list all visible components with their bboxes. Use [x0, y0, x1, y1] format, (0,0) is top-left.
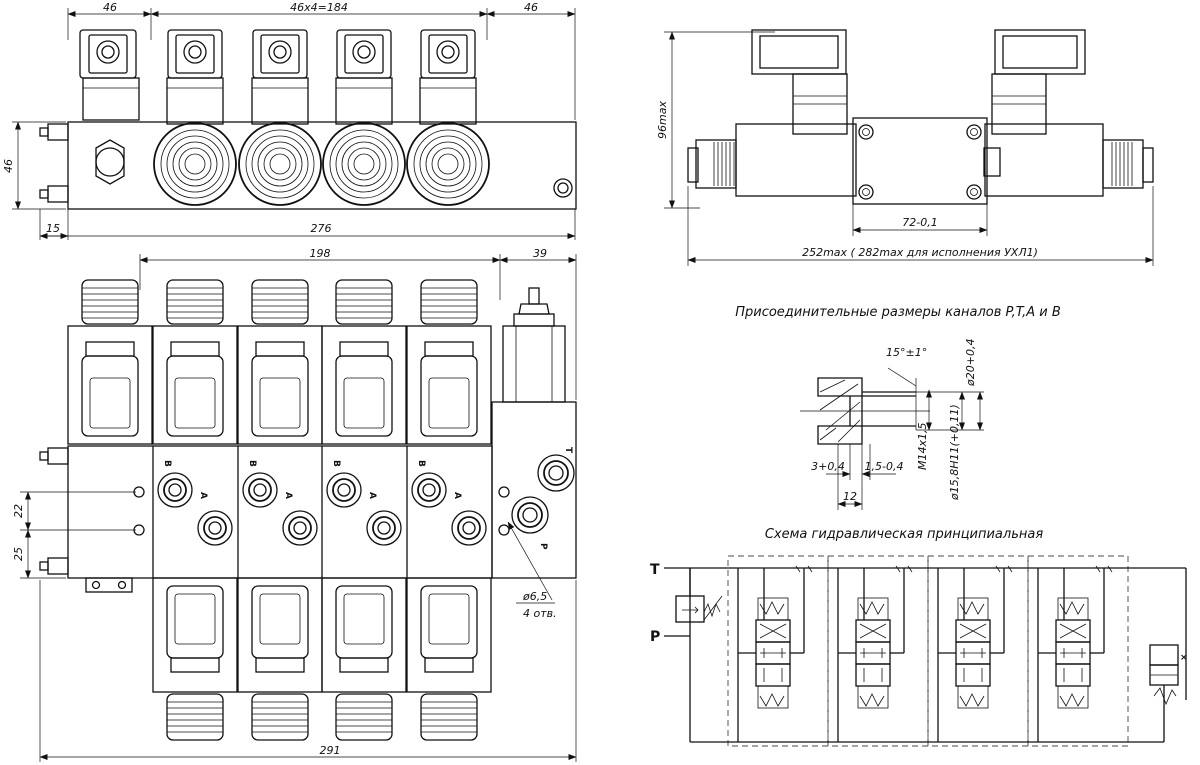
dim-pitch: 46x4=184	[290, 1, 348, 14]
top-coil-1	[153, 29, 237, 206]
schematic-valve-4	[1027, 555, 1129, 747]
port-label-a: A	[198, 492, 208, 499]
top-coil-2	[238, 29, 322, 206]
dim-12: 12	[843, 490, 857, 503]
dim-right-46: 46	[524, 1, 538, 14]
port-label-b: B	[162, 460, 172, 467]
port-detail: Присоединительные размеры каналов P,T,A …	[735, 305, 1061, 510]
dim-291: 291	[320, 744, 341, 757]
front-section-1	[67, 279, 153, 445]
schematic-valve-2	[827, 555, 929, 747]
hydraulic-schematic: Схема гидравлическая принципиальная T P …	[650, 527, 1188, 747]
dim-252max: 252max ( 282max для исполнения УХЛ1)	[802, 246, 1038, 259]
dim-offset-15: 15	[46, 222, 60, 235]
top-coil-3	[322, 29, 406, 206]
section-ports-2: BA	[237, 460, 323, 741]
dim-96max: 96max	[656, 101, 669, 139]
port-label-b: B	[331, 460, 341, 467]
dim-height-46: 46	[2, 159, 15, 173]
port-label-b: B	[247, 460, 257, 467]
dim-hole: ø6,5	[522, 590, 547, 603]
port-detail-title: Присоединительные размеры каналов P,T,A …	[735, 305, 1061, 320]
front-view: 198 39 T P	[12, 247, 577, 762]
schematic-title: Схема гидравлическая принципиальная	[765, 527, 1044, 542]
dim-22: 22	[12, 504, 25, 518]
front-section-4	[321, 279, 407, 445]
port-label-b: B	[416, 460, 426, 467]
line-label-t: T	[650, 562, 660, 578]
schematic-valve-1	[727, 555, 829, 747]
dim-d158: ø15,8H11(+0,11)	[948, 404, 961, 501]
dim-25: 25	[12, 547, 25, 561]
dim-d20: ø20+0,4	[964, 339, 977, 387]
port-label-t: T	[563, 447, 573, 454]
port-label-a: A	[452, 492, 462, 499]
section-ports-4: BA	[406, 460, 492, 741]
svg-text:×: ×	[1180, 653, 1188, 663]
top-view: 46 46x4=184 46 46 15	[2, 1, 577, 240]
dim-39: 39	[533, 247, 547, 260]
dim-chamfer: 3+0,4	[811, 460, 845, 473]
front-section-5	[406, 279, 492, 445]
section-ports-1: BA	[152, 460, 238, 741]
dim-198: 198	[310, 247, 331, 260]
dim-left-46: 46	[103, 1, 117, 14]
line-label-p: P	[650, 629, 660, 645]
port-label-a: A	[283, 492, 293, 499]
port-label-p: P	[538, 543, 548, 550]
port-label-a: A	[367, 492, 377, 499]
dim-depth: 1,5-0,4	[865, 460, 904, 473]
dim-m14: M14x1,5	[916, 423, 929, 471]
side-view: 96max 72-0,1 25	[656, 29, 1154, 266]
section-ports-3: BA	[321, 460, 407, 741]
dim-holes-count: 4 отв.	[523, 607, 557, 620]
angle-15: 15°±1°	[886, 346, 927, 359]
schematic-valve-3	[927, 555, 1029, 747]
dim-72: 72-0,1	[902, 216, 937, 229]
front-section-2	[152, 279, 238, 445]
top-coil-4	[406, 29, 490, 206]
front-section-3	[237, 279, 323, 445]
dim-length-276: 276	[311, 222, 332, 235]
